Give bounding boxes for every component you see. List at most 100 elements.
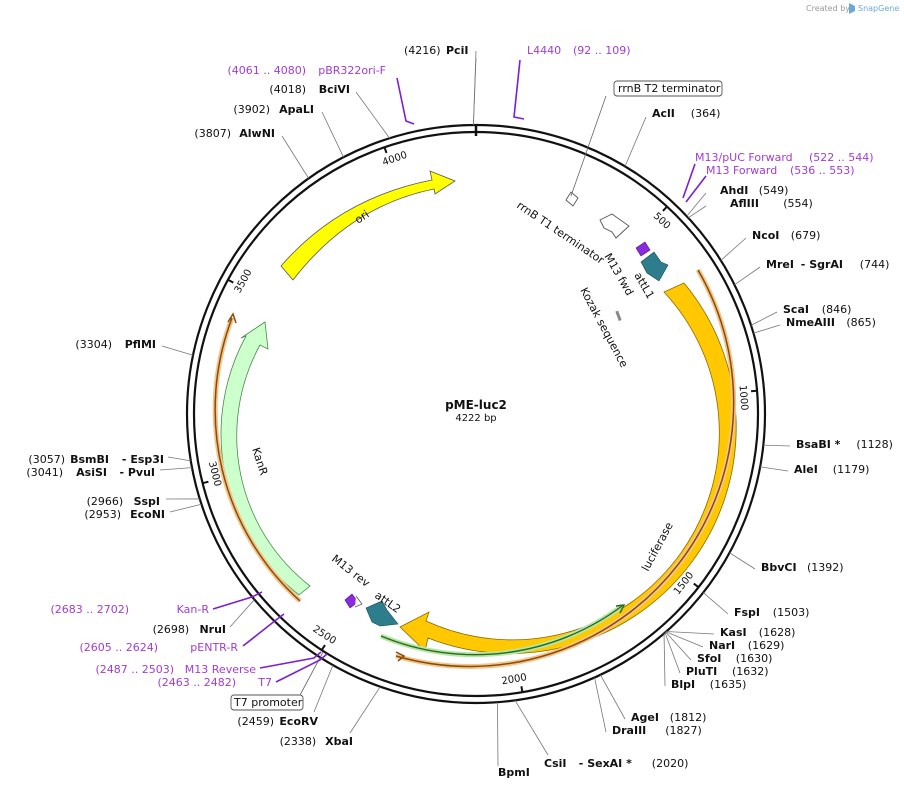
enzyme-position: (549) bbox=[759, 184, 789, 197]
enzyme-position: (364) bbox=[691, 107, 721, 120]
enzyme-position: (1629) bbox=[748, 639, 785, 652]
enzyme-kasi[interactable]: KasI(1628) bbox=[666, 626, 795, 639]
enzyme-nmeaiii[interactable]: NmeAIII(865) bbox=[753, 316, 876, 334]
enzyme-name: NruI bbox=[199, 623, 226, 636]
enzyme-ecorv[interactable]: EcoRV(2459) bbox=[237, 664, 334, 728]
enzyme-position: (2698) bbox=[153, 623, 190, 636]
enzyme-name-2: - Esp3I bbox=[122, 453, 164, 466]
enzyme-name: BciVI bbox=[319, 83, 350, 96]
primer-m13fwd[interactable]: M13 Forward(536 .. 553) bbox=[685, 164, 855, 203]
enzyme-csii[interactable]: CsiI- SexAI *(2020) bbox=[514, 700, 688, 770]
enzyme-leader-line bbox=[321, 111, 344, 158]
enzyme-aflii[interactable]: AflIII(554) bbox=[687, 197, 813, 219]
tick-label: 2500 bbox=[310, 624, 337, 647]
enzyme-position: (1128) bbox=[856, 438, 893, 451]
enzyme-leader-line bbox=[161, 345, 194, 356]
enzyme-sfoi[interactable]: SfoI(1630) bbox=[665, 631, 773, 665]
enzyme-name: ScaI bbox=[783, 303, 809, 316]
enzyme-bpmi[interactable]: BpmI bbox=[497, 702, 530, 779]
rrnb-t2-feature[interactable] bbox=[565, 191, 579, 207]
luciferase-feature[interactable] bbox=[399, 282, 737, 654]
primer-l4440[interactable]: L4440(92 .. 109) bbox=[513, 44, 631, 120]
enzyme-name: FspI bbox=[734, 606, 760, 619]
enzyme-mrei[interactable]: MreI- SgrAI(744) bbox=[734, 258, 889, 286]
enzyme-position: (1628) bbox=[759, 626, 796, 639]
enzyme-scai[interactable]: ScaI (846) bbox=[750, 303, 852, 326]
enzyme-apali[interactable]: ApaLI(3902) bbox=[233, 103, 344, 158]
enzyme-nrui[interactable]: NruI (2698) bbox=[153, 599, 255, 636]
primer-t7[interactable]: T7 (2463 .. 2482) bbox=[157, 653, 328, 689]
tick-mark bbox=[693, 582, 700, 589]
enzyme-xbai[interactable]: XbaI(2338) bbox=[280, 686, 381, 748]
primer-kanr[interactable]: Kan-R(2683 .. 2702) bbox=[50, 591, 263, 616]
enzyme-leader-line bbox=[229, 599, 255, 628]
enzyme-pluti[interactable]: PluTI(1632) bbox=[664, 632, 769, 678]
enzyme-leader-line bbox=[169, 503, 202, 513]
enzyme-name-2: - SgrAI bbox=[801, 258, 843, 271]
attl2-feature[interactable] bbox=[365, 600, 399, 627]
primer-range: (2463 .. 2482) bbox=[157, 676, 236, 689]
primer-binding-mark bbox=[212, 591, 263, 610]
enzyme-pcii[interactable]: (4216)PciI bbox=[404, 44, 477, 126]
enzyme-draiii[interactable]: DraIII(1827) bbox=[594, 677, 702, 737]
enzyme-leader-line bbox=[665, 631, 692, 661]
m13fwd-feature[interactable] bbox=[635, 241, 651, 257]
attl1-feature[interactable] bbox=[640, 251, 669, 282]
enzyme-sspi[interactable]: SspI(2966) bbox=[87, 495, 200, 508]
enzyme-name: AhdI bbox=[720, 184, 748, 197]
enzyme-position: (679) bbox=[791, 229, 821, 242]
enzyme-blpi[interactable]: BlpI(1635) bbox=[663, 633, 746, 691]
enzyme-position: (2966) bbox=[87, 495, 124, 508]
enzyme-leader-line bbox=[355, 91, 390, 139]
enzyme-name: NmeAIII bbox=[786, 316, 835, 329]
enzyme-alwni[interactable]: AlwNI(3807) bbox=[194, 127, 309, 179]
primer-range: (2605 .. 2624) bbox=[79, 641, 158, 654]
enzyme-econi[interactable]: EcoNI(2953) bbox=[84, 503, 202, 521]
enzyme-leader-line bbox=[734, 266, 761, 286]
t7-promoter-box bbox=[230, 694, 304, 711]
primer-name: T7 bbox=[257, 676, 272, 689]
primer-binding-mark bbox=[259, 651, 322, 669]
enzyme-ahdi[interactable]: AhdI (549) bbox=[686, 184, 789, 217]
tick-mark bbox=[202, 480, 209, 485]
enzyme-alei[interactable]: AleI(1179) bbox=[760, 463, 869, 476]
rrnb-t1-label: rrnB T1 terminator bbox=[514, 199, 607, 267]
enzyme-name: AlwNI bbox=[239, 127, 275, 140]
enzyme-agei[interactable]: AgeI(1812) bbox=[600, 674, 706, 724]
tick-label: 2000 bbox=[501, 672, 528, 687]
primer-pbr322ori[interactable]: pBR322ori-F(4061 .. 4080) bbox=[227, 64, 415, 125]
plasmid-size: 4222 bp bbox=[455, 413, 496, 424]
primer-pentr[interactable]: pENTR-R(2605 .. 2624) bbox=[79, 613, 285, 654]
enzyme-fspi[interactable]: FspI (1503) bbox=[702, 592, 810, 619]
enzyme-bsabi[interactable]: BsaBI *(1128) bbox=[763, 438, 893, 451]
tick-label: 4000 bbox=[381, 150, 409, 169]
kozak-feature[interactable] bbox=[615, 310, 622, 322]
ori-feature[interactable] bbox=[280, 170, 456, 281]
enzyme-leader-line bbox=[600, 674, 626, 720]
enzyme-position: (2459) bbox=[237, 715, 274, 728]
tick-label: 1000 bbox=[736, 385, 749, 411]
m13fwd-label: M13 fwd bbox=[601, 251, 636, 298]
enzyme-nari[interactable]: NarI(1629) bbox=[665, 631, 785, 652]
enzyme-position: (846) bbox=[822, 303, 852, 316]
primer-range: (2683 .. 2702) bbox=[50, 603, 129, 616]
enzyme-position: (1827) bbox=[665, 724, 702, 737]
enzyme-ncoi[interactable]: NcoI(679) bbox=[720, 229, 821, 261]
enzyme-bcivi[interactable]: BciVI(4018) bbox=[269, 83, 390, 139]
feature-layer: ori luciferase KanR attL1 attL2 M13 fwd … bbox=[212, 80, 737, 711]
enzyme-leader-line bbox=[750, 311, 778, 326]
enzyme-pflmi[interactable]: PflMI(3304) bbox=[75, 338, 194, 356]
enzyme-position: (1392) bbox=[807, 561, 844, 574]
rrnb-t1-feature[interactable] bbox=[599, 213, 630, 239]
enzyme-acli[interactable]: AclI(364) bbox=[624, 107, 721, 167]
watermark-prefix: Created by bbox=[806, 4, 850, 13]
enzyme-position: (1179) bbox=[833, 463, 870, 476]
primer-m13puc[interactable]: M13/pUC Forward(522 .. 544) bbox=[682, 151, 874, 199]
tick-label: 500 bbox=[651, 211, 672, 232]
enzyme-position: (1503) bbox=[773, 606, 810, 619]
primer-m13rev[interactable]: M13 Reverse(2487 .. 2503) bbox=[95, 651, 322, 676]
primer-range: (536 .. 553) bbox=[790, 164, 855, 177]
enzyme-bbvci[interactable]: BbvCI(1392) bbox=[729, 552, 844, 574]
